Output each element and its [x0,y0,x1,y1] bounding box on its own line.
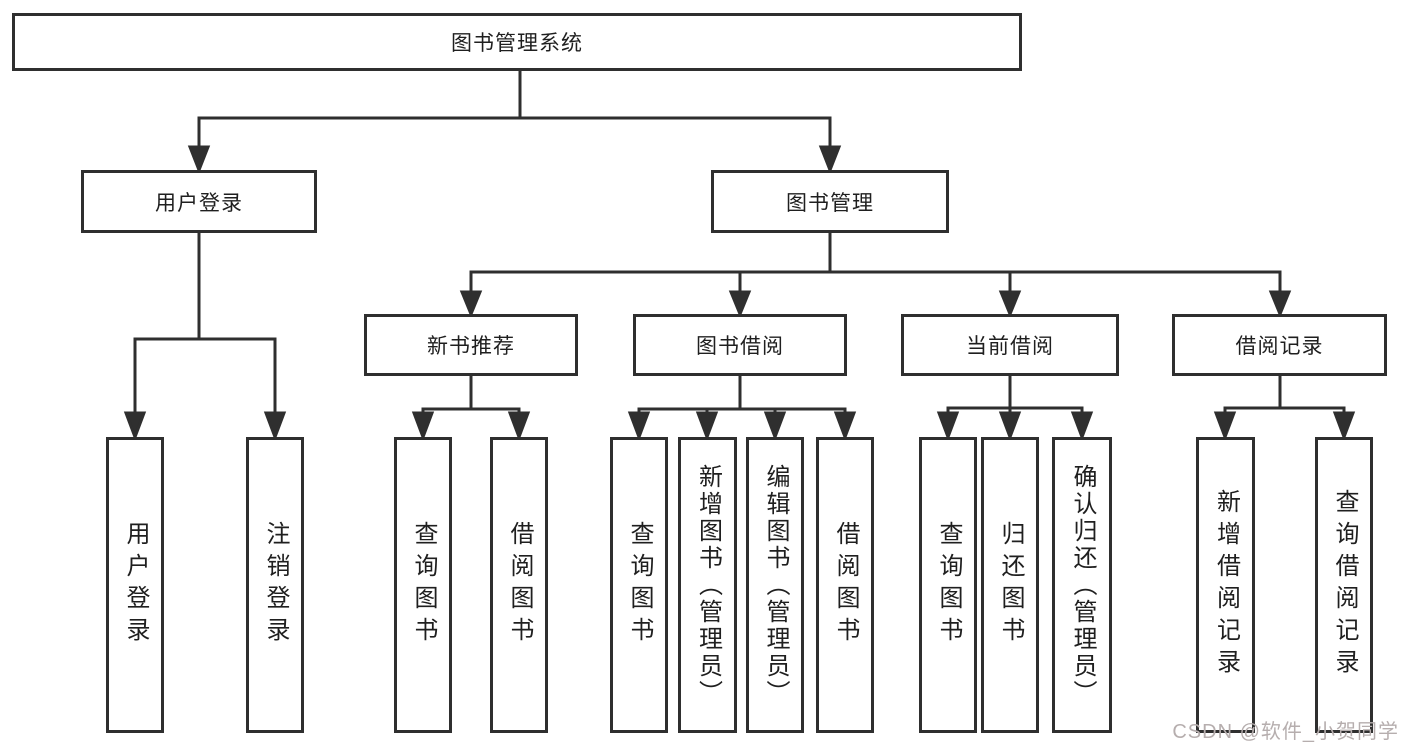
leaf-bb-add-books-admin: 新增图书（管理员） [678,437,737,733]
leaf-bb-add-books-admin-label: 新增图书（管理员） [694,463,722,707]
node-root-label: 图书管理系统 [451,32,583,55]
node-root: 图书管理系统 [12,13,1022,71]
leaf-cb-return-books-label: 归还图书 [997,521,1024,649]
leaf-rec-query-record: 查询借阅记录 [1315,437,1373,733]
node-book-management-label: 图书管理 [786,191,874,215]
node-borrow-records-label: 借阅记录 [1235,335,1324,358]
node-borrow-records: 借阅记录 [1172,314,1387,376]
leaf-cb-confirm-return-admin-label: 确认归还（管理员） [1069,463,1096,707]
leaf-bb-edit-books-admin: 编辑图书（管理员） [746,437,804,733]
leaf-rec-add-record-label: 新增借阅记录 [1212,489,1240,681]
leaf-user-login: 用户登录 [106,437,164,733]
node-book-borrow: 图书借阅 [633,314,847,376]
node-book-borrow-label: 图书借阅 [696,335,784,358]
leaf-cb-return-books: 归还图书 [981,437,1039,733]
leaf-user-login-label: 用户登录 [122,521,149,649]
leaf-bb-query-books: 查询图书 [610,437,668,733]
leaf-bb-query-books-label: 查询图书 [626,521,653,649]
leaf-bb-borrow-books-label: 借阅图书 [832,521,859,649]
leaf-nb-query-books: 查询图书 [394,437,452,733]
node-current-borrow-label: 当前借阅 [966,335,1054,358]
leaf-bb-borrow-books: 借阅图书 [816,437,874,733]
node-user-login-label: 用户登录 [155,191,243,215]
leaf-nb-query-books-label: 查询图书 [410,521,437,649]
leaf-rec-query-record-label: 查询借阅记录 [1331,489,1358,681]
leaf-cb-confirm-return-admin: 确认归还（管理员） [1052,437,1112,733]
leaf-nb-borrow-books-label: 借阅图书 [506,521,533,649]
leaf-logout-label: 注销登录 [262,521,289,649]
leaf-cb-query-books: 查询图书 [919,437,977,733]
node-current-borrow: 当前借阅 [901,314,1119,376]
leaf-cb-query-books-label: 查询图书 [935,521,962,649]
leaf-bb-edit-books-admin-label: 编辑图书（管理员） [762,463,789,707]
leaf-rec-add-record: 新增借阅记录 [1196,437,1255,733]
leaf-nb-borrow-books: 借阅图书 [490,437,548,733]
node-new-book-recommend: 新书推荐 [364,314,578,376]
node-new-book-recommend-label: 新书推荐 [427,335,515,358]
csdn-watermark: CSDN @软件_小贺同学 [1172,721,1399,743]
node-book-management: 图书管理 [711,170,949,233]
leaf-logout: 注销登录 [246,437,304,733]
node-user-login: 用户登录 [81,170,317,233]
